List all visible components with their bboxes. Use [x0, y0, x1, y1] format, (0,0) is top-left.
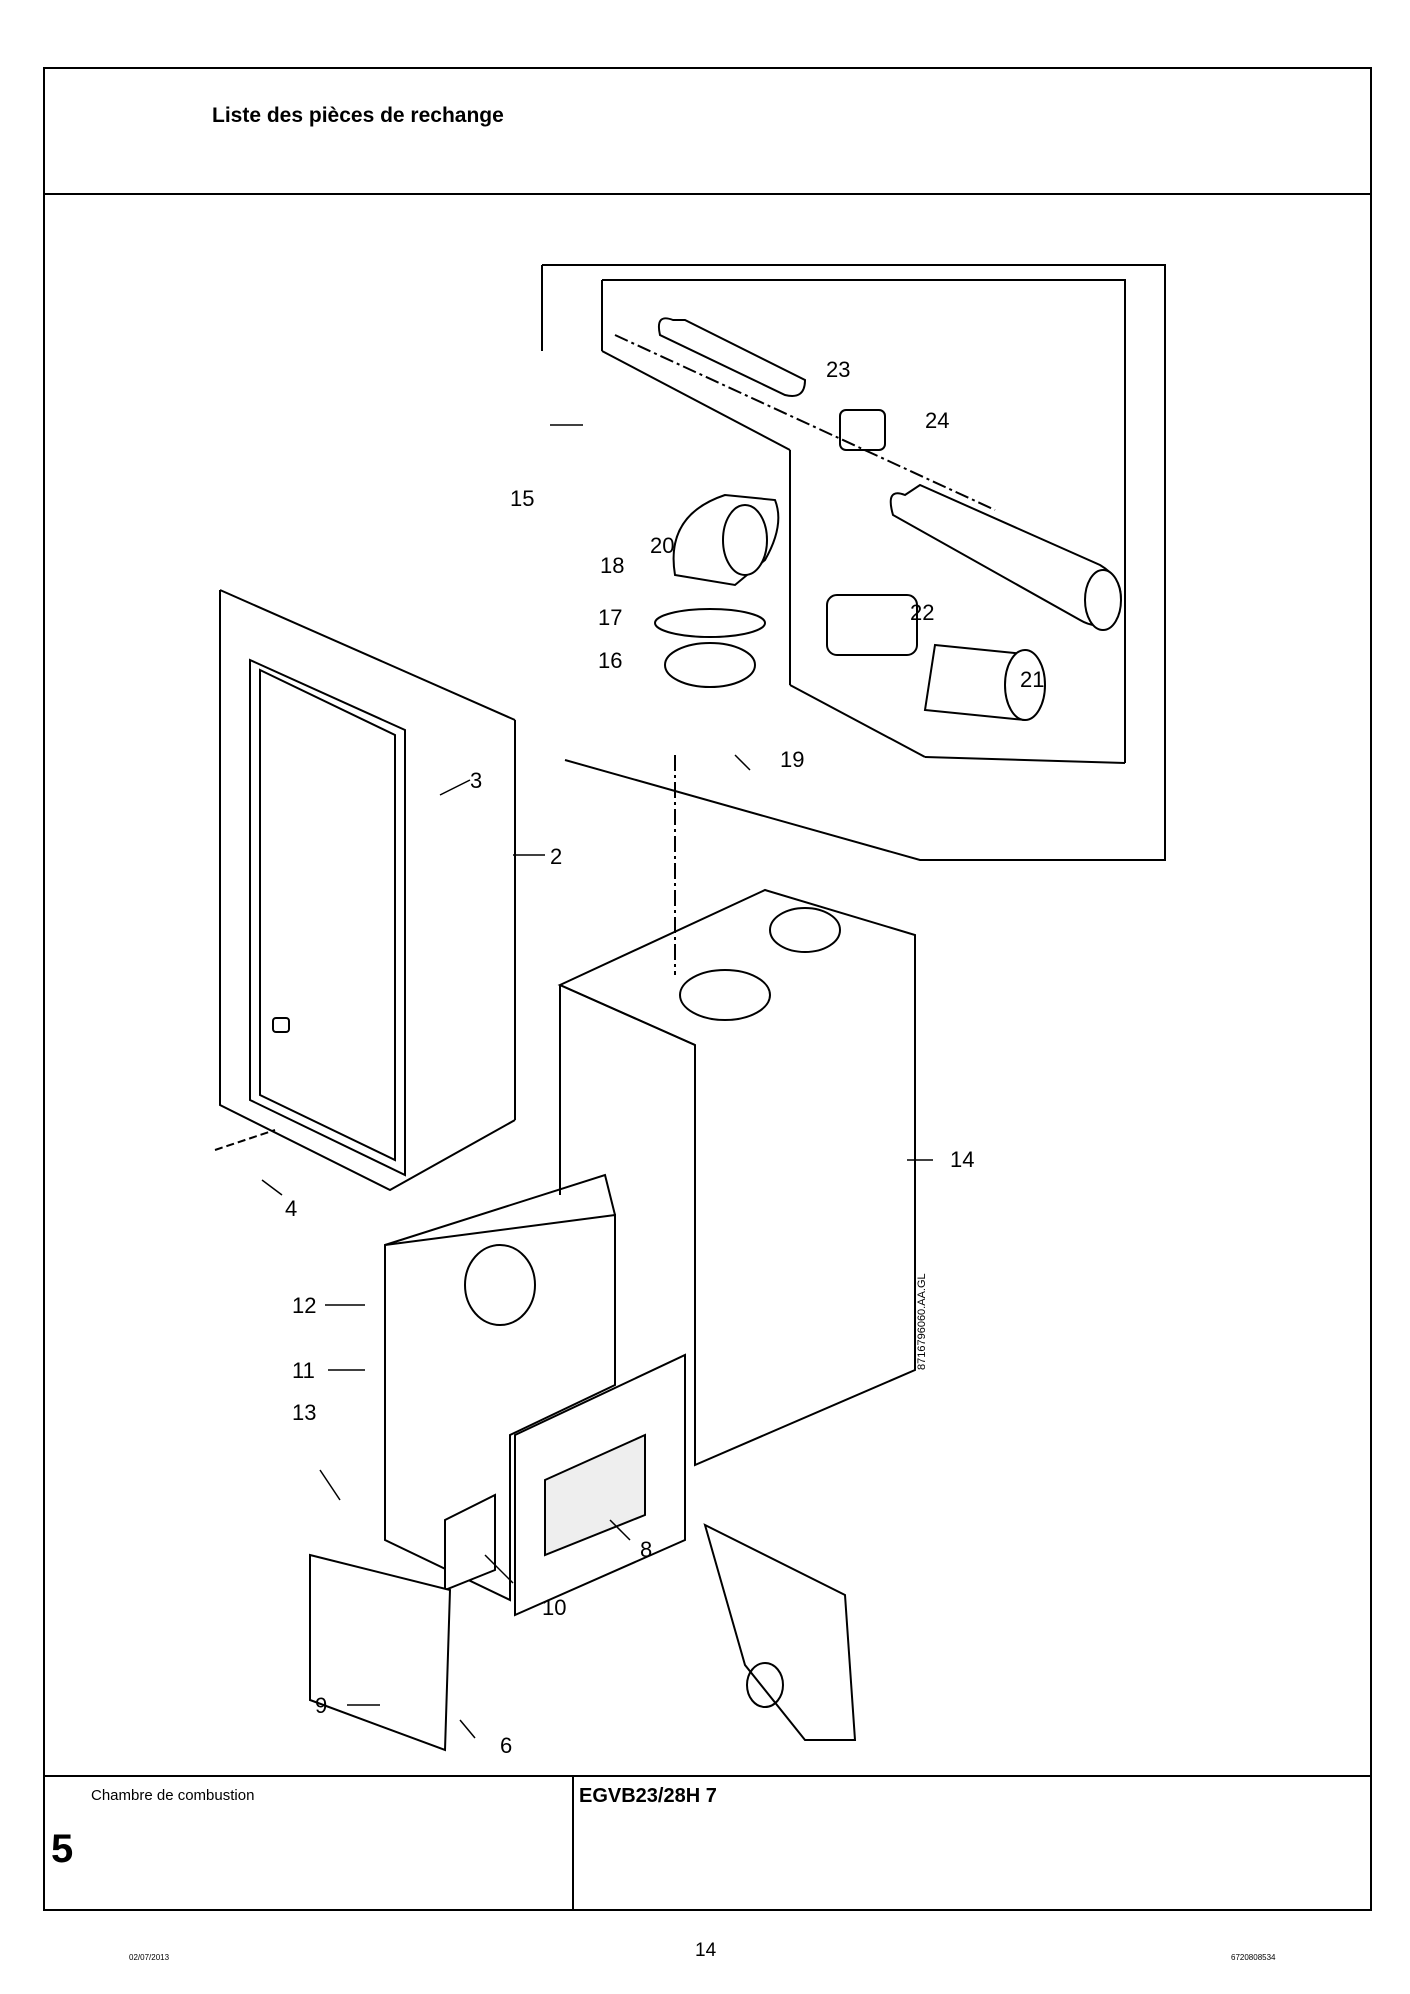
document-reference: 6720808534	[1231, 1953, 1276, 1962]
footer: Chambre de combustion 5 EGVB23/28H 7	[45, 1775, 1370, 1909]
label-17: 17	[598, 605, 622, 630]
label-9: 9	[315, 1693, 327, 1718]
label-14: 14	[950, 1147, 974, 1172]
page-title: Liste des pièces de rechange	[212, 104, 504, 127]
diagram-svg: 15 20 18 17 16 19 23 24 22 21 3 2 4 14 1…	[214, 264, 1166, 1758]
label-12: 12	[292, 1293, 316, 1318]
label-11: 11	[292, 1358, 315, 1383]
drawing-code: 8716796060.AA.GL	[916, 1273, 928, 1370]
section-number: 5	[51, 1827, 74, 1871]
page-number: 14	[695, 1940, 717, 1961]
section-caption: Chambre de combustion	[91, 1787, 255, 1804]
part-labels: 15 20 18 17 16 19 23 24 22 21 3 2 4 14 1…	[285, 357, 1044, 1758]
flue-kit-group	[541, 264, 1166, 861]
label-2: 2	[550, 844, 562, 869]
label-4: 4	[285, 1196, 297, 1221]
footer-left-cell: Chambre de combustion 5	[45, 1777, 574, 1909]
label-3: 3	[470, 768, 482, 793]
label-22: 22	[910, 600, 934, 625]
label-15: 15	[510, 486, 534, 511]
label-6: 6	[500, 1733, 512, 1758]
casing	[557, 755, 916, 1467]
exploded-parts-diagram: 15 20 18 17 16 19 23 24 22 21 3 2 4 14 1…	[45, 195, 1370, 1785]
label-21: 21	[1020, 667, 1044, 692]
page-frame: Liste des pièces de rechange	[43, 67, 1372, 1911]
label-13: 13	[292, 1400, 316, 1425]
leader-lines	[261, 424, 933, 1739]
header: Liste des pièces de rechange	[45, 69, 1370, 195]
front-panel	[214, 589, 516, 1192]
combustion-chamber	[309, 1173, 857, 1752]
label-16: 16	[598, 648, 622, 673]
label-18: 18	[600, 553, 624, 578]
label-10: 10	[542, 1595, 566, 1620]
label-20: 20	[650, 533, 674, 558]
label-19: 19	[780, 747, 804, 772]
label-23: 23	[826, 357, 850, 382]
label-24: 24	[925, 408, 949, 433]
model-name: EGVB23/28H 7	[579, 1785, 717, 1807]
page-date: 02/07/2013	[129, 1953, 170, 1962]
label-8: 8	[640, 1537, 652, 1562]
